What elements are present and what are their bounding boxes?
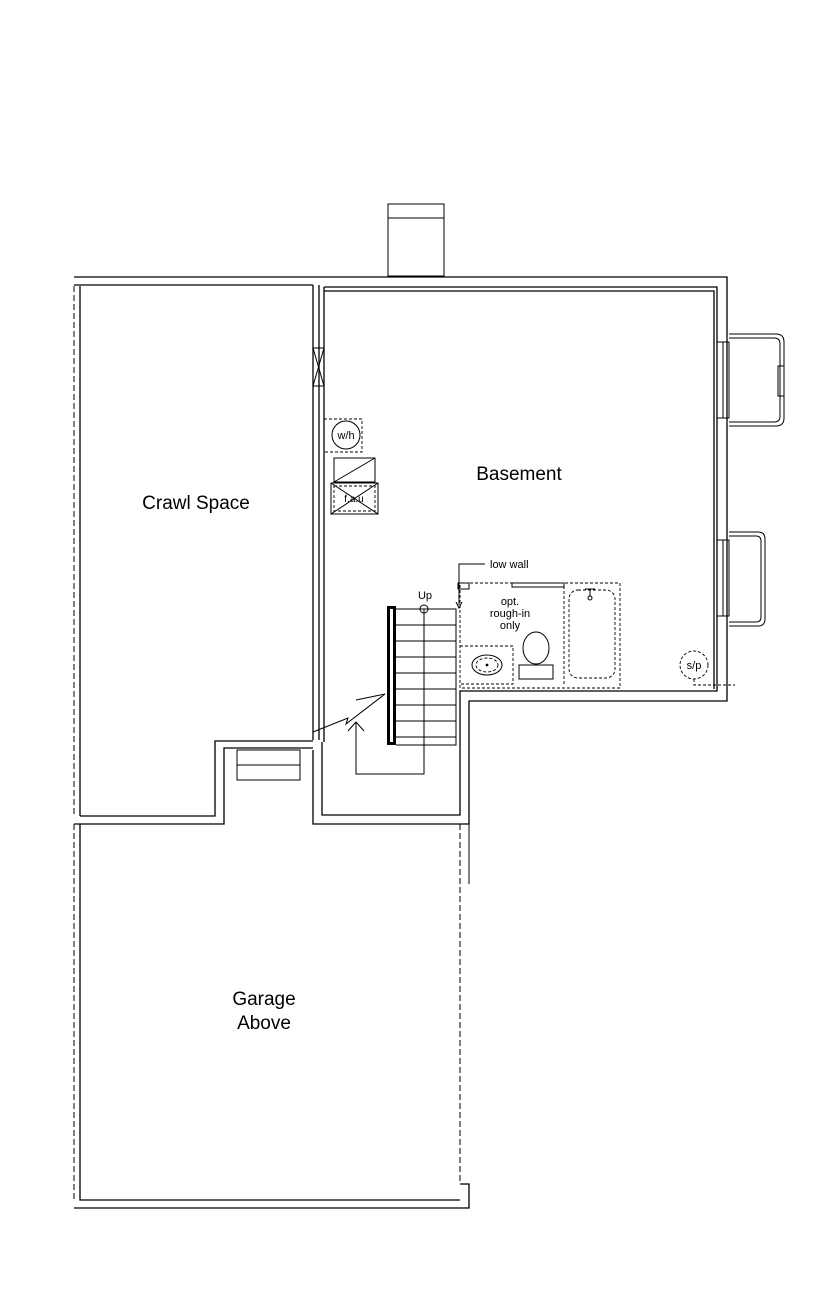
stairs: Up bbox=[312, 590, 457, 775]
furnace: f.a.u bbox=[330, 457, 379, 515]
stairs-up-label: Up bbox=[418, 590, 432, 602]
garage-outline bbox=[73, 824, 470, 1209]
garage-label-line1: Garage bbox=[232, 989, 295, 1010]
wall-vent bbox=[312, 347, 325, 387]
low-wall-callout: low wall bbox=[455, 559, 529, 610]
water-heater: w/h bbox=[324, 418, 363, 453]
rough-in-line2: rough-in bbox=[490, 608, 530, 620]
garage-label-line2: Above bbox=[237, 1013, 291, 1034]
water-heater-label: w/h bbox=[336, 430, 354, 442]
basement-label: Basement bbox=[476, 464, 562, 485]
crawl-space-label: Crawl Space bbox=[142, 493, 250, 514]
crawl-space-boundary bbox=[73, 286, 313, 825]
rough-in-line3: only bbox=[500, 620, 521, 632]
sump-pump-label: s/p bbox=[687, 660, 702, 672]
exterior-walls bbox=[74, 276, 728, 825]
rough-in-line1: opt. bbox=[501, 596, 519, 608]
rough-in-bath: opt. rough-in only bbox=[457, 582, 621, 689]
chimney bbox=[387, 203, 445, 277]
low-wall-label: low wall bbox=[490, 559, 529, 571]
sump-pump: s/p bbox=[679, 650, 735, 686]
crawl-access bbox=[236, 749, 301, 781]
window-upper bbox=[716, 333, 785, 427]
furnace-label: f.a.u bbox=[344, 494, 363, 505]
window-lower bbox=[716, 531, 766, 627]
